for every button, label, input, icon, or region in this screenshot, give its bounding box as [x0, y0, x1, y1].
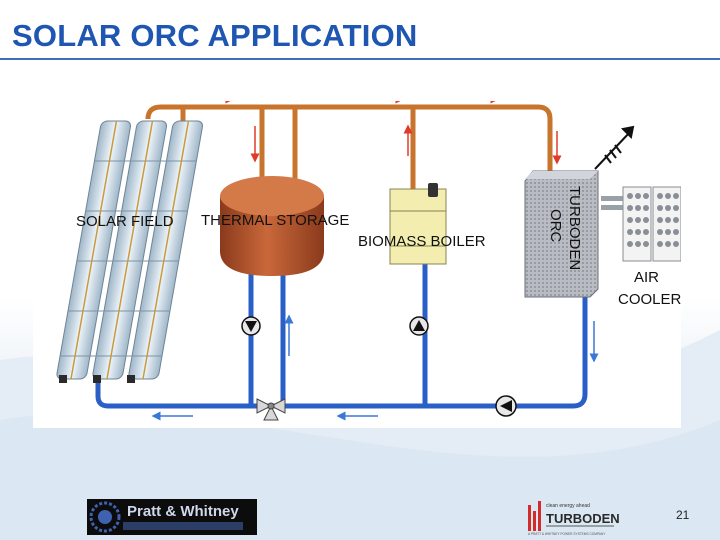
three-way-valve — [256, 398, 286, 421]
pump-orc-return — [495, 395, 517, 417]
air-cooler-label-line1: AIR — [634, 269, 659, 286]
turboden-tower-icon — [528, 501, 541, 531]
pratt-whitney-eagle-icon — [89, 501, 121, 533]
hot-pipe-network — [145, 104, 553, 191]
pump-thermal-storage — [241, 316, 261, 336]
pump-biomass-boiler — [409, 316, 429, 336]
biomass-boiler-label: BIOMASS BOILER — [358, 233, 486, 250]
power-output-icon — [594, 125, 635, 170]
orc-label-line1: TURBODEN — [566, 186, 583, 270]
thermal-storage-tank — [220, 176, 324, 276]
turboden-name: TURBODEN — [546, 511, 620, 526]
turboden-orc-unit — [524, 170, 599, 298]
solar-field-label: SOLAR FIELD — [76, 213, 174, 230]
air-cooler-label-line2: COOLER — [618, 291, 681, 308]
orc-label-line2: ORC — [547, 209, 564, 243]
slide-title: SOLAR ORC APPLICATION — [12, 18, 418, 53]
biomass-boiler — [389, 183, 447, 265]
page-number: 21 — [676, 508, 690, 522]
pratt-whitney-subbar — [123, 522, 243, 530]
turboden-logo: clean energy ahead TURBODEN A PRATT & WH… — [528, 501, 620, 536]
solar-field — [56, 120, 204, 383]
diagram-svg: SOLAR FIELD THERMAL STORAGE BIOMASS BOIL… — [56, 101, 681, 421]
air-cooler — [601, 186, 681, 262]
pratt-whitney-name: Pratt & Whitney — [127, 503, 239, 520]
hot-flow-arrows — [225, 101, 562, 165]
turboden-subtitle: A PRATT & WHITNEY POWER SYSTEMS COMPANY — [528, 532, 606, 536]
solar-orc-diagram: SOLAR FIELD THERMAL STORAGE BIOMASS BOIL… — [33, 101, 681, 428]
title-divider — [0, 58, 720, 60]
turboden-tagline: clean energy ahead — [546, 503, 590, 509]
thermal-storage-label: THERMAL STORAGE — [201, 212, 349, 229]
pratt-whitney-logo: Pratt & Whitney — [87, 499, 257, 535]
cold-flow-arrows — [151, 314, 599, 421]
